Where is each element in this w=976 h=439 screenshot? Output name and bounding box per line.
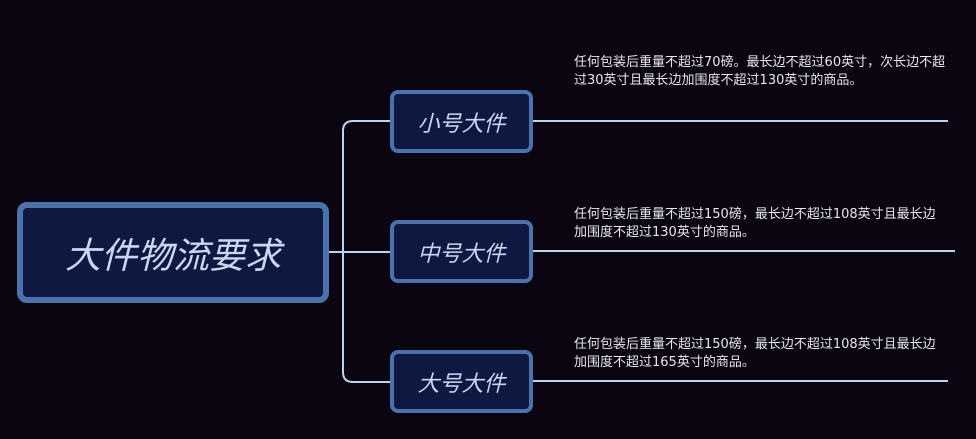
connector-to-large [342,252,390,383]
connector-to-small [342,120,390,252]
description-large-oversize: 任何包装后重量不超过150磅，最长边不超过108英寸且最长边加围度不超过165英… [574,337,936,370]
description-small-oversize: 任何包装后重量不超过70磅。最长边不超过60英寸，次长边不超过30英寸且最长边加… [574,55,946,88]
root-topic[interactable]: 大件物流要求 [17,202,329,303]
topic-medium-oversize[interactable]: 中号大件 [390,220,533,283]
description-medium-oversize: 任何包装后重量不超过150磅，最长边不超过108英寸且最长边加围度不超过130英… [574,207,936,240]
topic-small-oversize[interactable]: 小号大件 [390,90,533,153]
topic-large-oversize[interactable]: 大号大件 [390,350,533,413]
